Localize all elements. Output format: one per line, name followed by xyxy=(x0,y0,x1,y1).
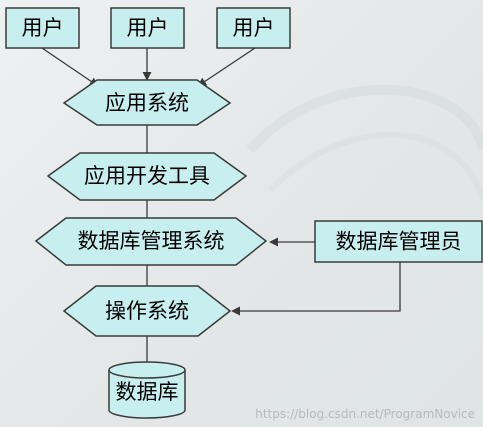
dba-label: 数据库管理员 xyxy=(336,230,462,254)
background-swirl xyxy=(267,131,483,201)
dba-box: 数据库管理员 xyxy=(314,220,483,263)
database-cylinder: 数据库 xyxy=(108,361,186,419)
connectors xyxy=(41,47,401,363)
database-label: 数据库 xyxy=(116,380,179,404)
dba-to-os-arrow xyxy=(231,262,401,316)
user-label: 用户 xyxy=(22,16,64,40)
os-hexagon: 操作系统 xyxy=(62,285,232,337)
watermark-text: https://blog.csdn.net/ProgramNovice xyxy=(255,407,475,421)
dbms-hexagon: 数据库管理系统 xyxy=(34,217,268,266)
app-system-label: 应用系统 xyxy=(105,91,189,115)
os-label: 操作系统 xyxy=(105,299,189,323)
background-swirl xyxy=(246,84,483,154)
user-label: 用户 xyxy=(127,16,169,40)
dev-tools-label: 应用开发工具 xyxy=(84,164,210,188)
user1-arrow xyxy=(41,47,99,87)
user-box: 用户 xyxy=(216,7,291,49)
dbms-label: 数据库管理系统 xyxy=(78,229,225,253)
user3-arrow xyxy=(197,47,256,87)
dev-tools-hexagon: 应用开发工具 xyxy=(46,152,248,201)
app-system-hexagon: 应用系统 xyxy=(62,79,232,126)
user-box: 用户 xyxy=(5,7,80,49)
user-label: 用户 xyxy=(233,16,275,40)
user-box: 用户 xyxy=(110,7,185,49)
